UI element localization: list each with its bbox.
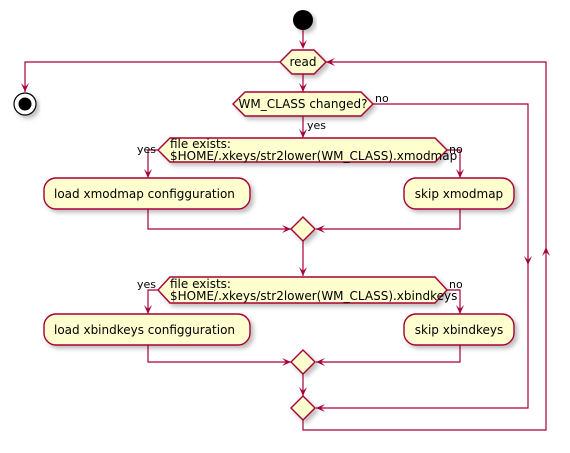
arrowhead — [299, 129, 307, 138]
wm-class-yes-label: yes — [307, 119, 326, 132]
wm-class-merge — [290, 395, 316, 421]
start-node — [293, 10, 313, 30]
edges — [24, 30, 547, 431]
xmodmap-file-decision — [157, 137, 448, 163]
arrowhead — [326, 58, 335, 66]
load-xmodmap-activity — [43, 177, 251, 210]
xmodmap-yes-label: yes — [137, 143, 156, 156]
xbind-yes-label: yes — [137, 278, 156, 291]
arrowhead — [524, 256, 532, 265]
read-decision — [279, 49, 327, 75]
wm-class-label: WM_CLASS changed? — [239, 97, 368, 111]
stop-node — [13, 92, 37, 116]
arrowhead — [299, 83, 307, 92]
edge-xmodmap-no — [447, 149, 461, 178]
edge-read-stop — [24, 61, 280, 92]
arrowhead — [282, 358, 291, 366]
xbind-cond-line2: $HOME/.xkeys/str2lower(WM_CLASS).xbindke… — [170, 289, 457, 303]
arrowhead — [456, 305, 464, 314]
xmodmap-cond-line2: $HOME/.xkeys/str2lower(WM_CLASS).xmodmap — [170, 149, 457, 163]
edge-load-xmodmap-merge — [147, 209, 291, 230]
xmodmap-no-label: no — [449, 143, 463, 156]
xmodmap-cond-line1: file exists: — [170, 137, 231, 151]
wm-class-no-label: no — [375, 92, 389, 105]
arrowhead — [144, 305, 152, 314]
edge-loop-back — [302, 61, 547, 431]
xbindkeys-file-decision — [157, 276, 448, 304]
arrowhead — [144, 169, 152, 178]
arrowhead — [316, 404, 325, 412]
arrowhead — [316, 225, 325, 233]
arrowhead — [299, 267, 307, 276]
arrowhead — [316, 358, 325, 366]
load-xbindkeys-activity — [43, 313, 251, 346]
skip-xbindkeys-activity — [403, 313, 515, 346]
load-xmodmap-label: load xmodmap configguration — [54, 187, 235, 201]
read-label: read — [289, 55, 316, 69]
edge-wmclass-no — [316, 103, 529, 409]
edge-xbind-no — [447, 289, 461, 314]
skip-xbind-label: skip xbindkeys — [415, 323, 504, 337]
xmodmap-merge — [290, 216, 316, 242]
edge-xmodmap-yes — [147, 149, 158, 178]
arrowheads — [21, 40, 550, 412]
arrowhead — [299, 387, 307, 396]
edge-load-xbind-merge — [147, 345, 291, 363]
arrowhead — [21, 83, 29, 92]
skip-xmodmap-activity — [403, 177, 515, 210]
edge-xbind-yes — [147, 289, 158, 314]
skip-xmodmap-label: skip xmodmap — [415, 187, 503, 201]
xbindkeys-merge — [290, 349, 316, 375]
arrowhead — [456, 169, 464, 178]
edge-skip-xmodmap-merge — [316, 209, 461, 230]
load-xbind-label: load xbindkeys configguration — [54, 323, 235, 337]
wm-class-decision — [232, 91, 374, 117]
arrowhead — [299, 40, 307, 49]
xbind-no-label: no — [449, 278, 463, 291]
edge-skip-xbind-merge — [316, 345, 461, 363]
xbind-cond-line1: file exists: — [170, 277, 231, 291]
arrowhead — [282, 225, 291, 233]
arrowhead — [542, 247, 550, 256]
